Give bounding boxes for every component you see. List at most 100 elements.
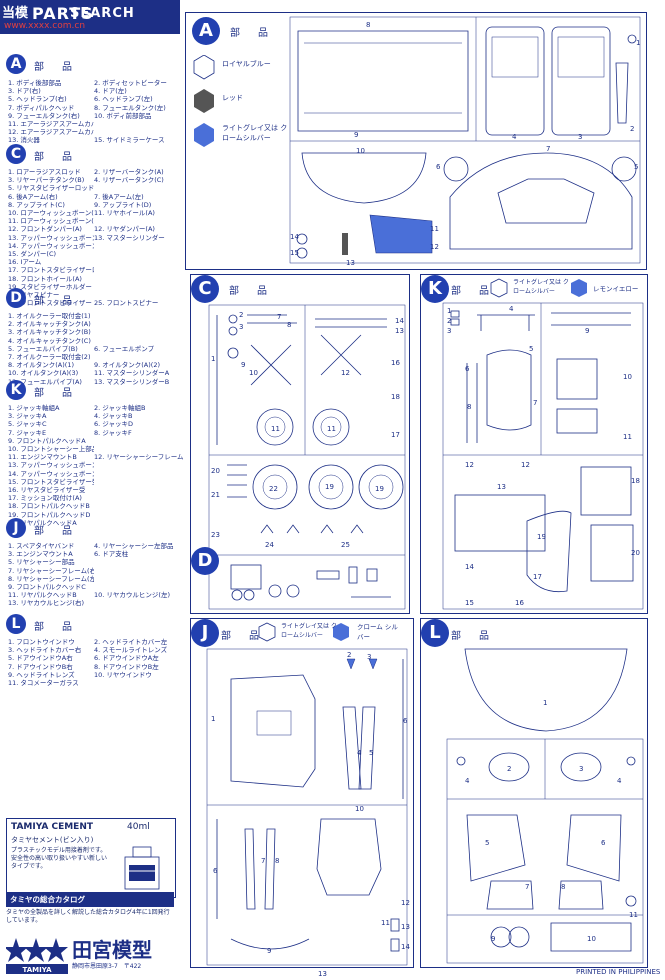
part-a15 — [296, 247, 308, 259]
svg-text:13: 13 — [497, 483, 506, 491]
svg-text:1: 1 — [543, 699, 547, 707]
svg-text:2: 2 — [239, 311, 243, 319]
parts-list-item: 9. フロントパルクヘッドA — [8, 436, 86, 445]
page-header: 当模 PARTS SEARCH www.xxxx.com.cn — [0, 0, 180, 34]
svg-text:13: 13 — [346, 259, 355, 267]
svg-text:24: 24 — [265, 541, 274, 549]
parts-list-item: 10. フロントシャーシー上部品 — [8, 445, 94, 454]
parts-list-item: 12. フューエルパイプ(A) — [8, 377, 82, 386]
parts-list-row: 2. オイルキャッチタンク(A) — [8, 320, 169, 328]
parts-list-item: 17. ミッション取付け(A) — [8, 494, 82, 503]
svg-text:10: 10 — [587, 935, 596, 943]
parts-list-item: 11. リヤホイール(A) — [94, 209, 155, 218]
parts-list-item: 17. フロントスタビライザーロッド — [8, 266, 94, 275]
frame-a-legend-1: ロイヤルブルー — [222, 60, 271, 68]
part-j9 — [230, 938, 310, 950]
parts-list-row: 18. フロントパルクヘッドB — [8, 502, 184, 510]
part-j4 — [342, 706, 362, 790]
part-c11-wheel — [256, 408, 294, 446]
svg-text:6: 6 — [403, 717, 408, 725]
parts-list-item: 15. ダンパー(C) — [8, 250, 57, 259]
part-l3 — [560, 752, 602, 782]
catalog-title: タミヤの総合カタログ — [6, 892, 174, 907]
svg-text:5: 5 — [529, 345, 533, 353]
parts-list-item: 13. 消火器 — [8, 136, 40, 145]
svg-text:22: 22 — [269, 485, 278, 493]
svg-text:TAMIYA: TAMIYA — [22, 966, 52, 974]
cement-title: TAMIYA CEMENT — [11, 822, 93, 832]
svg-text:9: 9 — [241, 361, 245, 369]
part-c22-wheel — [252, 464, 298, 510]
frame-j-label: 部 品 — [221, 631, 263, 642]
parts-list-row: 5. リヤスタビライザーロッド — [8, 184, 165, 192]
section-k-label: 部 品 — [34, 388, 76, 399]
parts-list-item: 11. タコメーターガラス — [8, 679, 79, 688]
parts-list-item: 4. オイルキャッチタンク(C) — [8, 336, 91, 345]
parts-list-item: 18. フロントホイール(A) — [8, 274, 82, 283]
svg-text:6: 6 — [601, 839, 606, 847]
part-k10 — [556, 358, 598, 400]
parts-list-item: 3. リヤーパーチタンク(B) — [8, 176, 85, 185]
parts-list-row: 8. オイルタンク(A)(1)9. オイルタンク(A)(2) — [8, 361, 169, 369]
page-number: 13 — [318, 970, 327, 978]
svg-text:10: 10 — [355, 805, 364, 813]
parts-list-item: 10. ボディ前部部品 — [94, 111, 152, 120]
frame-l-label: 部 品 — [451, 631, 493, 642]
frame-c-label: 部 品 — [229, 286, 271, 297]
parts-list-row: 6. 後Aアーム(右)7. 後Aアーム(左) — [8, 193, 165, 201]
parts-list-item: 10. リヤウインドウ — [94, 670, 152, 679]
part-k18 — [580, 466, 632, 516]
parts-list-row: 16. リヤスタビライザー受 — [8, 486, 184, 494]
part-a5 — [611, 156, 637, 182]
parts-list-item: 7. ドアウインドウB右 — [8, 662, 73, 671]
parts-list-item: 5. ドアウインドウA右 — [8, 654, 73, 663]
part-a10 — [301, 152, 427, 204]
svg-text:19: 19 — [325, 483, 334, 491]
parts-list-item: 8. オイルタンク(A)(1) — [8, 361, 74, 370]
parts-list-item: 12. リヤーシャーシーフレーム — [94, 453, 184, 462]
svg-text:14: 14 — [465, 563, 474, 571]
svg-text:14: 14 — [290, 233, 299, 241]
parts-list-item: 6. ドアウインドウA左 — [94, 654, 159, 663]
cement-ad: TAMIYA CEMENT 40ml タミヤセメント(ビン入り) プラスチックモ… — [6, 818, 176, 898]
svg-text:10: 10 — [356, 147, 365, 155]
parts-list-item: 1. オイルクーラー取付金(1) — [8, 312, 91, 320]
parts-frame-a: A 部 品 ロイヤルブルー レッド ライトグレイ又は クロームシルバー — [185, 12, 647, 270]
svg-text:2: 2 — [447, 317, 451, 325]
svg-text:8: 8 — [287, 321, 291, 329]
svg-text:14: 14 — [395, 317, 404, 325]
frame-k-badge: K — [421, 275, 449, 303]
parts-list-row: 12. フューエルパイプ(A)13. マスターシリンダーB — [8, 378, 169, 386]
parts-list-row: 7. オイルクーラー取付金(2) — [8, 353, 169, 361]
parts-list-item: 3. ジャッキA — [8, 412, 47, 421]
svg-text:4: 4 — [357, 749, 362, 757]
section-l-label: 部 品 — [34, 622, 76, 633]
part-a2 — [615, 62, 629, 124]
section-k-badge: K — [6, 380, 26, 400]
svg-text:9: 9 — [585, 327, 589, 335]
cement-volume: 40ml — [127, 822, 150, 832]
parts-list-row: 18. フロントホイール(A) — [8, 275, 165, 283]
parts-list-item: 5. フューエルパイプ(B) — [8, 344, 78, 353]
parts-list-item: 13. リヤカウルヒンジ(右) — [8, 599, 84, 608]
parts-list-item: 2. ヘッドライトカバー左 — [94, 638, 168, 646]
svg-text:6: 6 — [436, 163, 441, 171]
parts-list-row: 10. ロアーウィッシュボーン(右)11. リヤホイール(A) — [8, 209, 165, 217]
svg-text:17: 17 — [533, 573, 542, 581]
svg-text:3: 3 — [579, 765, 583, 773]
parts-list-item: 10. オイルタンク(A)(3) — [8, 369, 79, 378]
swatch-dark-icon — [194, 89, 214, 113]
frame-k-legend-2: レモンイエロー — [593, 285, 639, 293]
svg-text:12: 12 — [401, 899, 410, 907]
frame-j-legend — [258, 622, 349, 642]
